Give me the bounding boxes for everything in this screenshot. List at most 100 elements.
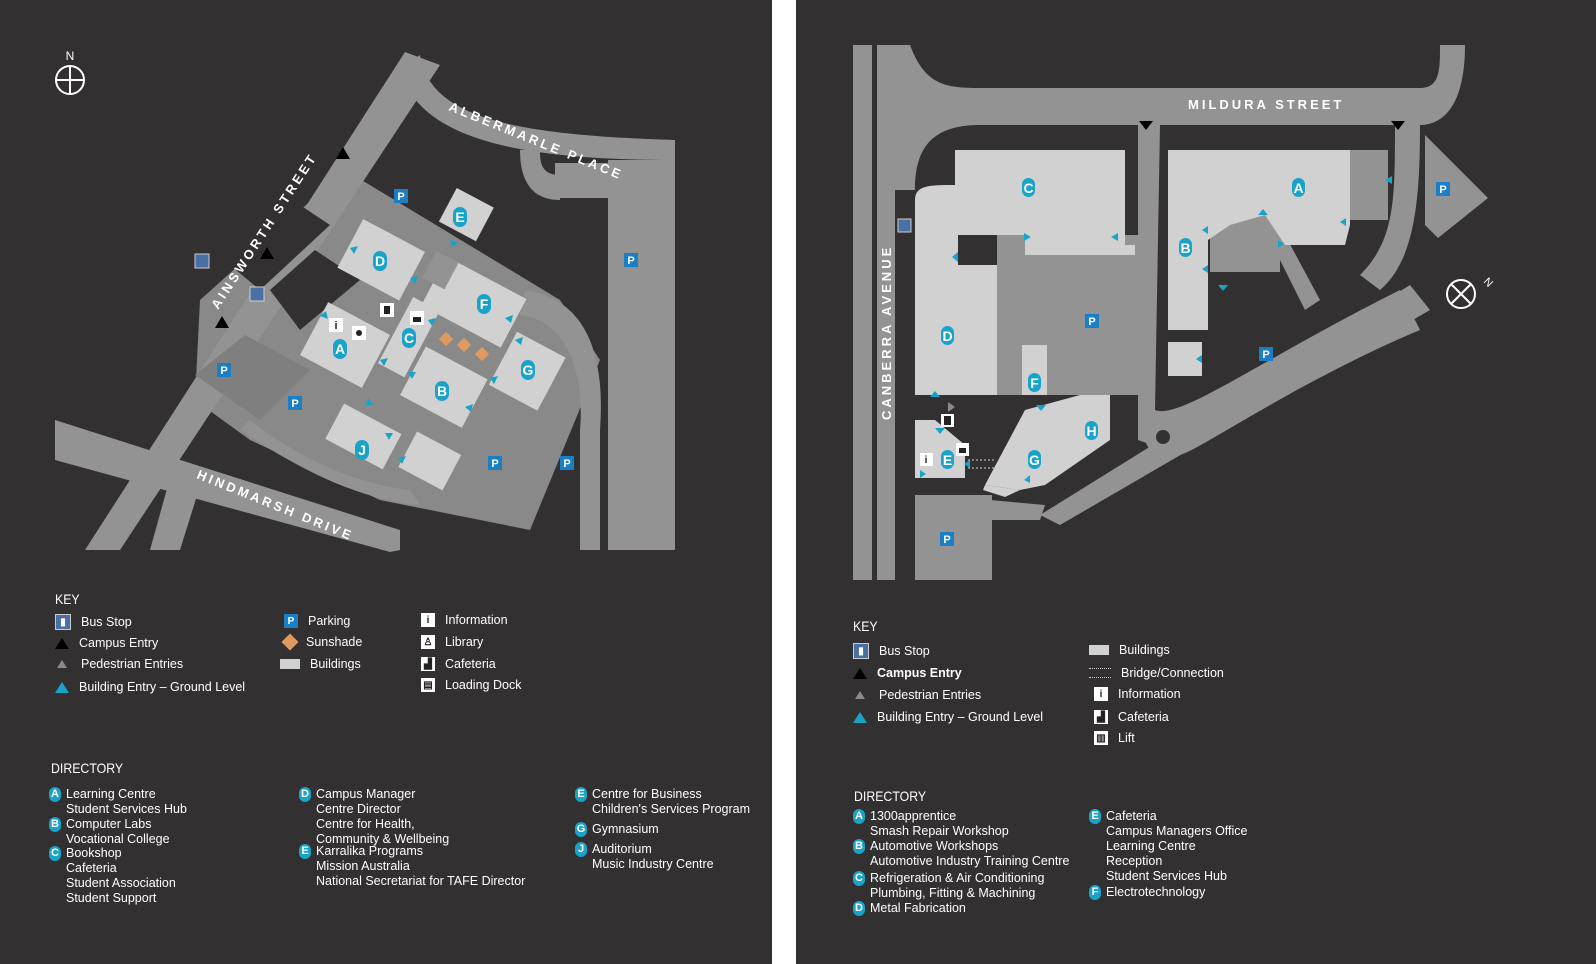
north-label: N bbox=[66, 49, 75, 63]
pedestrian-entry-icon bbox=[57, 660, 67, 668]
building-g-h bbox=[985, 395, 1110, 490]
svg-text:E: E bbox=[943, 452, 952, 468]
building-f-label: F bbox=[480, 296, 489, 312]
bus-stop-icon: ▮ bbox=[853, 643, 869, 659]
bus-stop-icon: ▮ bbox=[55, 614, 71, 630]
key-lift: ▥Lift bbox=[1094, 731, 1135, 745]
building-j-annex bbox=[398, 431, 462, 491]
key-buildings: Buildings bbox=[1089, 643, 1170, 657]
building-c bbox=[915, 150, 1135, 265]
buildings-icon bbox=[280, 659, 300, 669]
svg-text:i: i bbox=[334, 320, 337, 332]
key-bridge: Bridge/Connection bbox=[1089, 666, 1224, 680]
svg-text:N: N bbox=[1481, 276, 1495, 290]
right-campus-map: i P P P P A B C D E F G H bbox=[853, 45, 1495, 580]
sunshade-icons bbox=[438, 331, 490, 362]
buildings-icon bbox=[1089, 645, 1109, 655]
building-entry-icons bbox=[920, 176, 1392, 483]
building-a-b bbox=[1168, 150, 1350, 330]
building-j-label: J bbox=[358, 442, 366, 458]
building-entry-icon bbox=[853, 711, 867, 723]
north-compass-icon: N bbox=[1446, 276, 1495, 309]
svg-text:P: P bbox=[220, 365, 227, 377]
north-compass-icon: N bbox=[55, 49, 85, 95]
building-markers: A B C D E F G H bbox=[941, 178, 1305, 469]
key-library: ♙Library bbox=[421, 635, 483, 649]
parking-markers: P P P P P P bbox=[217, 189, 638, 470]
building-d-label: D bbox=[375, 253, 385, 269]
cafeteria-icon: ▟ bbox=[1094, 710, 1108, 724]
campus-entry-icons bbox=[1139, 121, 1405, 130]
bus-stop-icons bbox=[194, 253, 265, 302]
svg-text:A: A bbox=[1293, 180, 1303, 196]
svg-text:P: P bbox=[291, 398, 298, 410]
lift-icon: ▥ bbox=[1094, 731, 1108, 745]
key-campus-entry: Campus Entry bbox=[55, 636, 158, 650]
building-j bbox=[325, 403, 402, 470]
svg-text:P: P bbox=[563, 458, 570, 470]
information-icon bbox=[329, 318, 343, 332]
left-campus-map: N bbox=[55, 49, 675, 552]
campus-entry-icons bbox=[215, 147, 350, 328]
key-title: KEY bbox=[55, 591, 80, 607]
sunshade-icon bbox=[281, 633, 299, 651]
svg-text:G: G bbox=[1029, 452, 1040, 468]
building-d bbox=[915, 265, 997, 395]
right-campus-map-panel: i P P P P A B C D E F G H bbox=[796, 0, 1596, 964]
facility-icons: i bbox=[897, 218, 969, 466]
facility-icons: i bbox=[329, 303, 424, 340]
cafeteria-icon: ▟ bbox=[421, 657, 435, 671]
parking-icon: P bbox=[284, 614, 298, 628]
key-loading-dock: ▤Loading Dock bbox=[421, 678, 521, 692]
campus-entry-icon bbox=[55, 637, 69, 649]
building-g-label: G bbox=[523, 362, 534, 378]
pedestrian-entry-icon bbox=[855, 691, 865, 699]
building-b-label: B bbox=[437, 383, 447, 399]
loading-dock-icon: ▤ bbox=[421, 678, 435, 692]
building-entry-icons bbox=[320, 240, 523, 464]
library-icon: ♙ bbox=[421, 635, 435, 649]
street-canberra: CANBERRA AVENUE bbox=[879, 245, 894, 420]
svg-text:F: F bbox=[1030, 375, 1039, 391]
building-c-label: C bbox=[404, 330, 414, 346]
roads bbox=[853, 45, 1488, 580]
buildings bbox=[915, 150, 1350, 497]
svg-text:P: P bbox=[1439, 184, 1446, 196]
svg-text:P: P bbox=[397, 191, 404, 203]
information-icon: i bbox=[421, 613, 435, 627]
svg-text:B: B bbox=[1180, 240, 1190, 256]
building-e-label: E bbox=[455, 209, 464, 225]
bus-stop-icon bbox=[897, 218, 912, 233]
information-icon bbox=[920, 453, 933, 466]
key-title: KEY bbox=[853, 618, 878, 634]
svg-text:P: P bbox=[1088, 316, 1095, 328]
key-building-entry: Building Entry – Ground Level bbox=[55, 680, 245, 694]
building-entry-icon bbox=[55, 681, 69, 693]
key-bus-stop: ▮Bus Stop bbox=[853, 643, 930, 659]
key-building-entry: Building Entry – Ground Level bbox=[853, 710, 1043, 724]
key-campus-entry: Campus Entry bbox=[853, 666, 962, 680]
key-cafeteria: ▟Cafeteria bbox=[1094, 710, 1169, 724]
pedestrian-entry-icon bbox=[948, 402, 955, 412]
key-buildings: Buildings bbox=[280, 657, 361, 671]
roads bbox=[55, 52, 675, 552]
svg-text:D: D bbox=[942, 328, 952, 344]
svg-text:H: H bbox=[1086, 423, 1096, 439]
building-a-label: A bbox=[335, 341, 345, 357]
parking-markers: P P P P bbox=[940, 182, 1450, 546]
svg-text:P: P bbox=[627, 255, 634, 267]
key-pedestrian-entries: Pedestrian Entries bbox=[57, 657, 183, 671]
